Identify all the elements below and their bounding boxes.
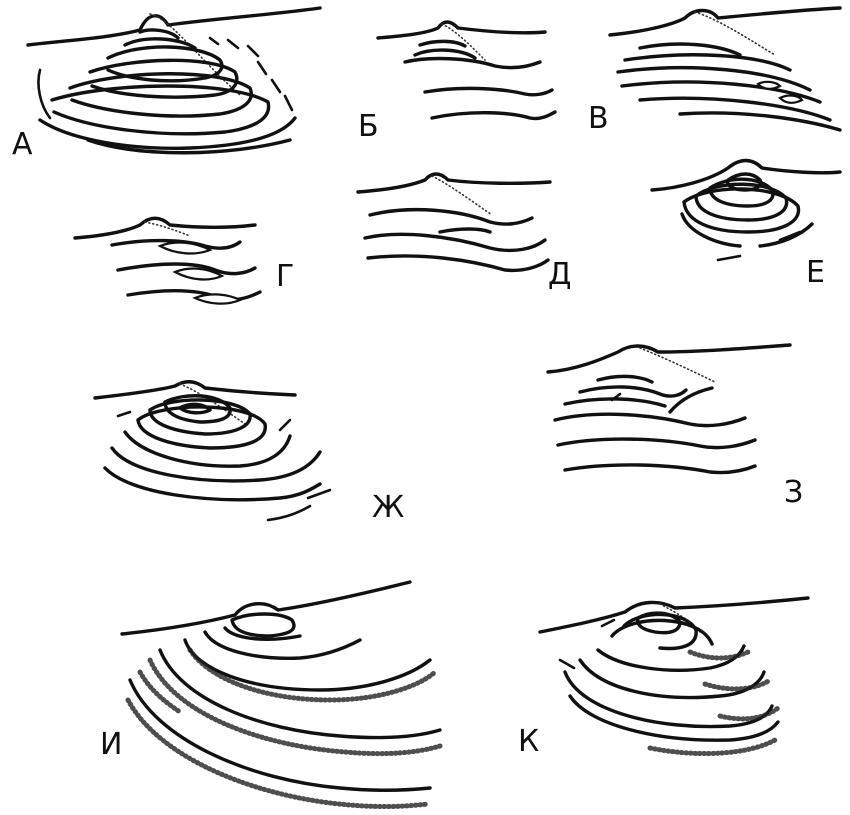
panel-k-sketch [540,598,808,754]
panel-a-sketch [28,8,320,153]
panel-b-label: Б [358,112,379,142]
panel-zh-sketch [95,382,330,520]
panel-g-label: Г [276,262,294,292]
panel-z-label: З [784,478,803,508]
panel-zh-label: Ж [372,493,404,523]
panel-v-sketch [610,8,840,130]
panel-e-sketch [652,161,840,261]
panel-d-label: Д [548,260,571,290]
panel-e-label: Е [806,258,825,288]
panel-b-sketch [378,22,555,119]
panel-g-sketch [75,218,260,303]
panel-i-label: И [100,730,122,760]
panel-d-sketch [358,174,550,270]
panel-v-label: В [588,104,609,134]
panel-k-label: К [518,727,539,757]
panel-i-sketch [122,582,440,807]
panel-a-label: А [12,130,33,160]
panel-z-sketch [548,345,790,473]
